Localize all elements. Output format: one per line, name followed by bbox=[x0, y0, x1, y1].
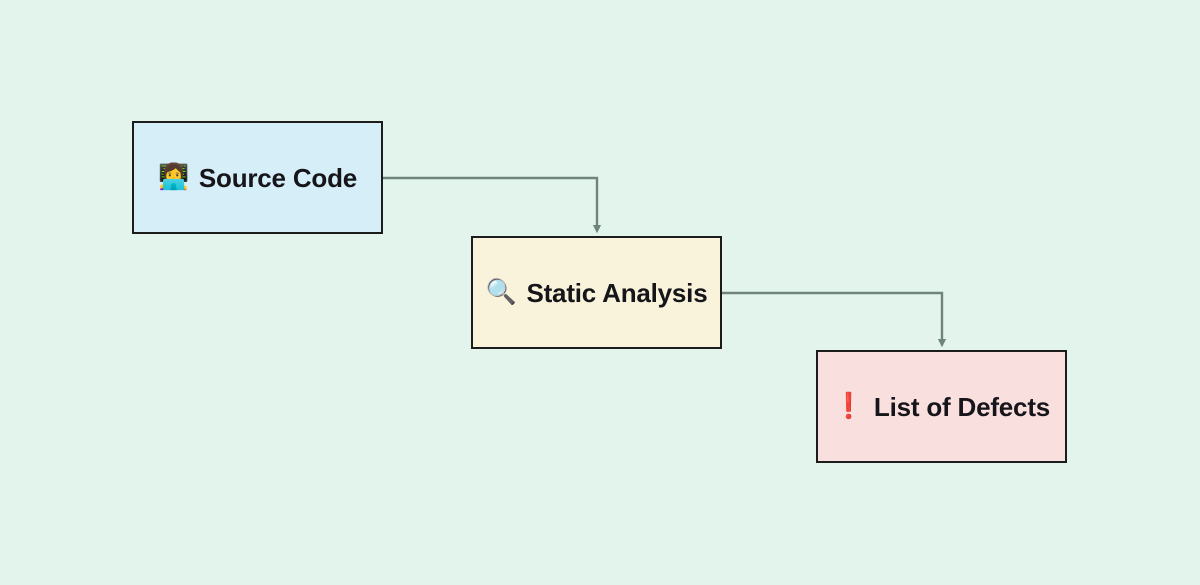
node-static-analysis-text: Static Analysis bbox=[526, 277, 708, 308]
node-source-code[interactable]: 👩‍💻 Source Code bbox=[132, 121, 383, 234]
node-list-of-defects-text: List of Defects bbox=[873, 391, 1051, 422]
node-list-of-defects-label: ❗ List of Defects bbox=[833, 394, 1050, 420]
node-list-of-defects[interactable]: ❗ List of Defects bbox=[816, 350, 1067, 463]
technologist-icon: 👩‍💻 bbox=[157, 163, 189, 191]
edge-static-analysis-to-list-of-defects bbox=[722, 291, 947, 348]
exclamation-mark-icon: ❗ bbox=[832, 392, 864, 420]
node-source-code-text: Source Code bbox=[198, 162, 358, 193]
node-static-analysis-label: 🔍 Static Analysis bbox=[486, 280, 708, 306]
node-source-code-label: 👩‍💻 Source Code bbox=[158, 165, 357, 191]
magnifying-glass-icon: 🔍 bbox=[485, 278, 517, 306]
edge-source-code-to-static-analysis bbox=[383, 176, 602, 234]
node-static-analysis[interactable]: 🔍 Static Analysis bbox=[471, 236, 722, 349]
